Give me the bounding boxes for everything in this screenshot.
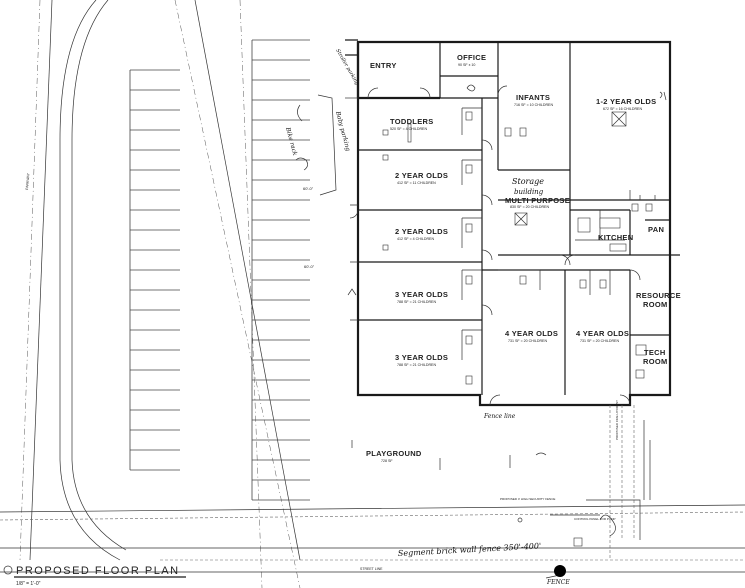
label-4-a-sub: 731 SF = 20 CHILDREN [508,339,547,343]
utility-lines [517,405,651,560]
label-3-year-olds-a: 3 YEAR OLDS [395,290,448,299]
label-resource: RESOURCE [636,291,681,300]
label-resource-room: ROOM [643,300,668,309]
building-outline [345,39,680,407]
note-bike-rack: Bike rack [284,126,299,157]
label-1-2-year-olds: 1-2 YEAR OLDS [596,97,656,106]
room-labels: ENTRY OFFICE 90 SF x 10 INFANTS 716 SF =… [366,53,681,463]
title-block: PROPOSED FLOOR PLAN 1/8" = 1'-0" [3,565,186,587]
label-kitchen: KITCHEN [598,233,633,242]
label-4-b-sub: 731 SF = 20 CHILDREN [580,339,619,343]
note-storage: Storage [512,177,544,186]
parking-stalls-left [129,69,180,471]
playground-marks [351,440,547,470]
label-multi-purpose: MULTI PURPOSE [505,196,570,205]
label-3-a-sub: 788 SF = 21 CHILDREN [397,300,436,304]
note-stroller: Stroller parking [334,48,359,86]
label-entry: ENTRY [370,61,397,70]
label-tech-room: ROOM [643,357,668,366]
handwritten-notes: Storage building Segment brick wall fenc… [284,48,571,586]
note-fence-tag: FENCE [546,579,570,586]
label-toddlers: TODDLERS [390,117,434,126]
label-playground-sub: 728 SF [381,459,393,463]
hand-sketches [295,84,667,296]
security-fence-label: PROPOSED 4' HIGH SECURITY FENCE [500,497,555,501]
label-pan: PAN [648,225,664,234]
label-office-sub: 90 SF x 10 [458,63,475,67]
label-2-b-sub: 412 SF = 4 CHILDREN [397,237,434,241]
label-4-year-olds-b: 4 YEAR OLDS [576,329,629,338]
fence-marker-dot [554,565,566,577]
label-3-b-sub: 788 SF = 21 CHILDREN [397,363,436,367]
label-multi-sub: 830 SF = 20 CHILDREN [510,205,549,209]
note-baby-parking: Baby parking [334,110,352,152]
label-infants-sub: 716 SF = 10 CHILDREN [514,103,553,107]
label-infants: INFANTS [516,93,550,102]
hydrant-label: PROPOSED FIRE HYDRANT [615,400,619,440]
note-fence: Segment brick wall fence 350'-400' [398,542,542,558]
label-tech: TECH [644,348,666,357]
street-line-label: STREET LINE [360,567,383,571]
label-3-year-olds-b: 3 YEAR OLDS [395,353,448,362]
misc-labels: 60'-0" 60'-0" STREET LINE PARKWAY CONTRO… [25,172,619,571]
plan-title: PROPOSED FLOOR PLAN [16,565,180,577]
label-playground: PLAYGROUND [366,449,422,458]
label-1-2-sub: 672 SF = 16 CHILDREN [603,107,642,111]
control-panel-label: CONTROL PANEL FOR PUMP [574,517,616,521]
dim-label-2: 60'-0" [303,186,314,191]
plumbing-fixtures [382,111,653,385]
label-office: OFFICE [457,53,486,62]
label-4-year-olds-a: 4 YEAR OLDS [505,329,558,338]
plan-scale: 1/8" = 1'-0" [16,581,41,587]
label-2-a-sub: 412 SF = 11 CHILDREN [397,181,436,185]
label-2-year-olds-a: 2 YEAR OLDS [395,171,448,180]
note-fenceline: Fence line [483,413,516,420]
note-building: building [514,188,544,196]
parkway-label: PARKWAY [25,172,31,190]
door-swings [349,85,641,406]
dim-label-1: 60'-0" [304,264,315,269]
label-2-year-olds-b: 2 YEAR OLDS [395,227,448,236]
label-toddlers-sub: 520 SF = 4 CHILDREN [390,127,427,131]
parking-stalls-right [251,39,310,501]
